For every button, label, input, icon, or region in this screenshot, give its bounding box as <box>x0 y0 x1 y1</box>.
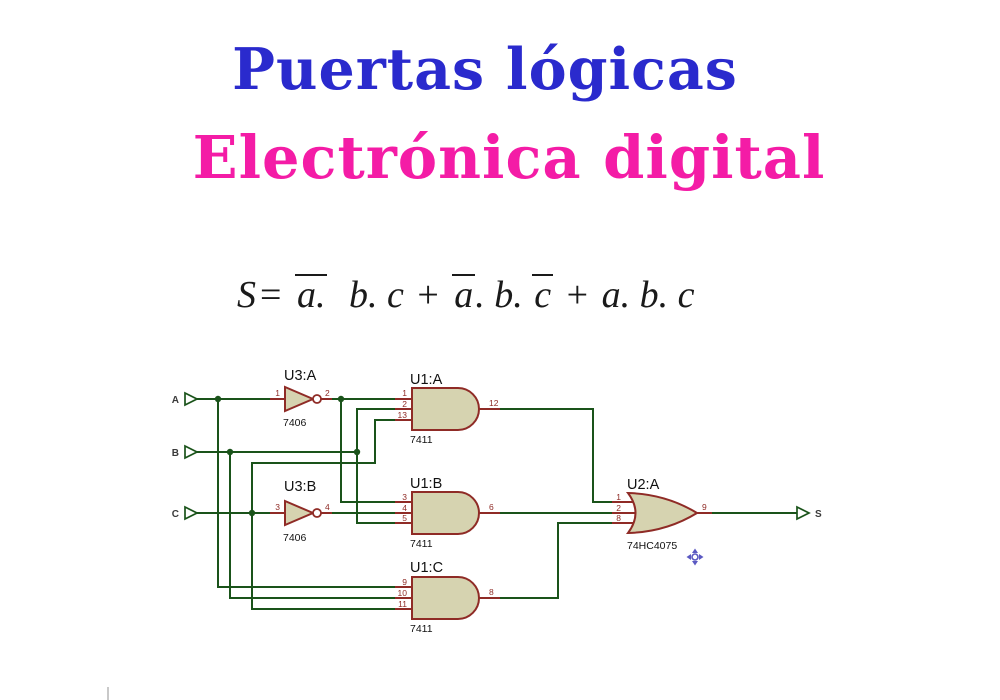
equation-term2-mid: . b. <box>475 274 523 316</box>
inverter-bubble <box>312 508 322 518</box>
part-number-7406-b: 7406 <box>283 532 307 544</box>
junction-dot <box>353 448 361 456</box>
input-terminal-a[interactable] <box>184 391 199 407</box>
part-number-7411-b: 7411 <box>410 538 433 550</box>
gate-u1c-and[interactable]: U1:C 7411 9 10 11 8 <box>398 560 494 635</box>
input-label-b: B <box>172 448 179 459</box>
gate-id-u3a: U3:A <box>284 368 317 384</box>
move-cursor-icon <box>686 548 704 566</box>
pin-number: 2 <box>616 503 621 513</box>
equation-plus1: + <box>417 274 439 316</box>
wire-b-branch-to-u1c[interactable] <box>229 452 395 599</box>
pin-number: 2 <box>325 388 330 398</box>
junction-dot <box>214 395 222 403</box>
pin-number: 11 <box>398 599 407 609</box>
gate-id-u1b: U1:B <box>410 476 442 492</box>
gate-u1b-and[interactable]: U1:B 7411 3 4 5 6 <box>402 476 494 550</box>
gate-id-u1a: U1:A <box>410 372 443 388</box>
pin-number: 12 <box>489 398 499 408</box>
equation-term1-nota: a. <box>294 274 328 316</box>
pin-number: 10 <box>398 588 408 598</box>
stub-u2a <box>612 501 712 524</box>
and-gate-body[interactable] <box>411 576 480 620</box>
equation-equals: = <box>260 274 282 316</box>
pin-number: 2 <box>402 399 407 409</box>
bottom-edge-tick <box>107 687 109 700</box>
equation-plus2: + <box>566 274 589 316</box>
pin-stubs <box>270 398 712 610</box>
part-number-7406-a: 7406 <box>283 417 307 429</box>
pin-number: 9 <box>702 502 707 512</box>
pin-number: 4 <box>402 503 407 513</box>
page-subtitle: Electrónica digital <box>192 123 826 192</box>
wire-c-branch-to-u1c[interactable] <box>251 513 395 610</box>
wire-b-to-pin2-pin5[interactable] <box>356 408 395 524</box>
stub-u1c <box>395 586 500 610</box>
not-gate-triangle[interactable] <box>284 499 316 527</box>
pin-number: 9 <box>402 577 407 587</box>
wire-u1a-out-to-or[interactable] <box>500 408 612 503</box>
or-gate-body[interactable] <box>625 491 699 535</box>
input-terminal-b[interactable] <box>184 444 199 460</box>
wire-a-branch-to-u1c[interactable] <box>217 399 395 588</box>
terminals: A B C S <box>172 391 822 521</box>
wire-u1c-out-to-or[interactable] <box>500 522 612 599</box>
equation-term1-rest: b. c <box>348 274 404 316</box>
output-terminal-s[interactable] <box>796 505 811 521</box>
gate-u2a-or[interactable]: U2:A 74HC4075 1 2 8 9 <box>616 477 707 552</box>
pin-number: 5 <box>402 513 407 523</box>
equation-lhs: S <box>237 274 256 316</box>
pin-number: 3 <box>275 502 280 512</box>
part-number-7411-c: 7411 <box>410 623 433 635</box>
gate-u3b-not[interactable]: U3:B 7406 3 4 <box>275 479 330 544</box>
part-number-7411-a: 7411 <box>410 434 433 446</box>
gate-id-u2a: U2:A <box>627 477 660 493</box>
wire-nota-to-u1b-pin3[interactable] <box>340 399 395 503</box>
pin-number: 3 <box>402 492 407 502</box>
stub-u1a <box>395 398 500 421</box>
equation-term2-nota: a <box>452 274 476 316</box>
pin-number: 8 <box>616 513 621 523</box>
boolean-equation: S= a. b. c + a. b. c + a. b. c <box>237 273 694 317</box>
part-number-74hc4075: 74HC4075 <box>627 540 677 552</box>
equation-term2-notc: c <box>532 274 554 316</box>
junction-dot <box>248 509 256 517</box>
not-gate-triangle[interactable] <box>284 385 316 413</box>
pin-number: 1 <box>616 492 621 502</box>
input-label-a: A <box>172 395 179 406</box>
page-title: Puertas lógicas <box>232 36 738 103</box>
input-terminal-c[interactable] <box>184 505 199 521</box>
junction-dots <box>214 395 361 517</box>
input-label-c: C <box>172 509 179 520</box>
pin-number: 1 <box>402 388 407 398</box>
gate-u1a-and[interactable]: U1:A 7411 1 2 13 12 <box>398 372 499 446</box>
equation-term3: a. b. c <box>601 274 695 316</box>
junction-dot <box>337 395 345 403</box>
pin-number: 6 <box>489 502 494 512</box>
stub-u1b <box>395 501 500 524</box>
pin-number: 8 <box>489 587 494 597</box>
output-label-s: S <box>815 509 822 520</box>
wire-c-riser-to-u1a[interactable] <box>251 419 395 513</box>
and-gate-body[interactable] <box>411 491 480 535</box>
pin-number: 13 <box>398 410 408 420</box>
pin-number: 1 <box>275 388 280 398</box>
junction-dot <box>226 448 234 456</box>
gate-id-u1c: U1:C <box>410 560 443 576</box>
and-gate-body[interactable] <box>411 387 480 431</box>
gate-u3a-not[interactable]: U3:A 7406 1 2 <box>275 368 330 429</box>
gate-id-u3b: U3:B <box>284 479 316 495</box>
inverter-bubble <box>312 394 322 404</box>
pin-number: 4 <box>325 502 330 512</box>
